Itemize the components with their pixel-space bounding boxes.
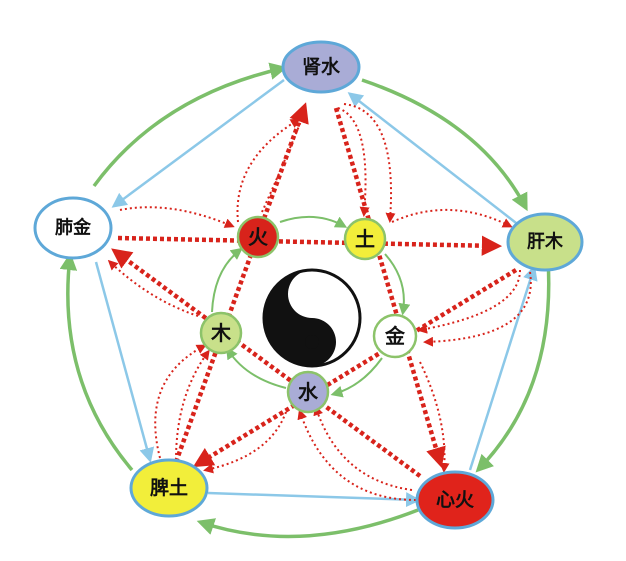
outer-generating-cycle: [59, 62, 551, 539]
line-spleen-lung: [94, 261, 155, 463]
node-earth: 土: [343, 217, 387, 261]
node-spleen-ellipse: [129, 458, 209, 518]
dash-heart-to-lung-b: [111, 248, 422, 478]
dot-curve-11: [203, 411, 287, 474]
node-lung-ellipse: [33, 196, 113, 260]
dot-curve-15: [119, 206, 235, 228]
node-fire: 火: [236, 215, 280, 259]
dot-curve-10: [297, 409, 417, 501]
node-water-label: 水: [298, 380, 319, 404]
dot-curve-9: [313, 405, 413, 491]
node-spleen-label: 脾土: [149, 476, 188, 499]
dot-curve-3: [337, 107, 370, 217]
dot-curve-4: [343, 103, 396, 223]
dot-curve-14: [107, 259, 199, 317]
dot-curve-5: [391, 209, 513, 228]
arc-lung-to-kidney: [92, 62, 288, 188]
taiji-light-dot: [305, 287, 319, 301]
node-water: 水: [286, 370, 330, 414]
taiji-symbol: [262, 268, 362, 368]
arc-kidney-to-liver: [361, 78, 528, 212]
node-fire-label: 火: [248, 225, 269, 249]
inner-arc-earth-metal: [384, 253, 411, 316]
restraining-star: [111, 102, 520, 478]
node-wood-label: 木: [210, 321, 232, 345]
counter-restraint-curves: [107, 103, 532, 501]
node-lung-label: 肺金: [55, 217, 92, 239]
node-kidney-label: 肾水: [302, 56, 341, 78]
dot-curve-2: [261, 111, 306, 213]
node-liver: 肝木: [506, 212, 584, 272]
node-metal-circle: [372, 313, 418, 359]
line-heart-spleen: [207, 491, 421, 508]
line-liver-heart: [468, 265, 538, 471]
node-heart: 心火: [415, 470, 495, 530]
node-wood: 木: [199, 311, 243, 355]
node-lung: 肺金: [33, 196, 113, 260]
node-metal-label: 金: [384, 324, 406, 348]
inner-arc-metal-water: [330, 357, 383, 398]
node-wood-circle: [199, 311, 243, 355]
node-earth-label: 土: [355, 227, 375, 251]
dot-curve-1: [236, 118, 301, 223]
arc-liver-to-heart: [475, 259, 551, 473]
inner-generating-cycle: [211, 215, 411, 398]
node-kidney: 肾水: [281, 40, 361, 94]
node-liver-label: 肝木: [527, 231, 564, 253]
node-water-circle: [286, 370, 330, 414]
node-liver-ellipse: [506, 212, 584, 272]
node-spleen: 脾土: [129, 458, 209, 518]
taiji-dark-dot: [305, 335, 319, 349]
node-heart-label: 心火: [436, 489, 475, 511]
dash-heart-to-lung: [124, 250, 520, 264]
node-metal: 金: [372, 313, 418, 359]
node-earth-circle: [343, 217, 387, 261]
line-kidney-liver: [347, 92, 521, 227]
inner-arc-wood-fire: [211, 247, 243, 313]
dash-kidney-to-heart: [333, 107, 446, 468]
dot-curve-6: [417, 269, 521, 334]
dot-curve-13: [175, 349, 210, 461]
node-kidney-ellipse: [281, 40, 361, 94]
inner-arc-fire-earth: [279, 215, 348, 228]
dash-liver-to-spleen: [192, 268, 518, 468]
arc-heart-to-spleen: [196, 508, 419, 539]
reverse-cycle-lines: [94, 78, 538, 508]
node-heart-ellipse: [415, 470, 495, 530]
dot-curve-8: [419, 361, 450, 473]
dash-lung-to-liver: [117, 235, 503, 256]
line-lung-kidney: [111, 78, 285, 208]
arc-spleen-to-lung: [59, 252, 134, 472]
dot-curve-12: [154, 344, 207, 459]
node-fire-circle: [236, 215, 280, 259]
inner-arc-water-wood: [226, 346, 287, 389]
